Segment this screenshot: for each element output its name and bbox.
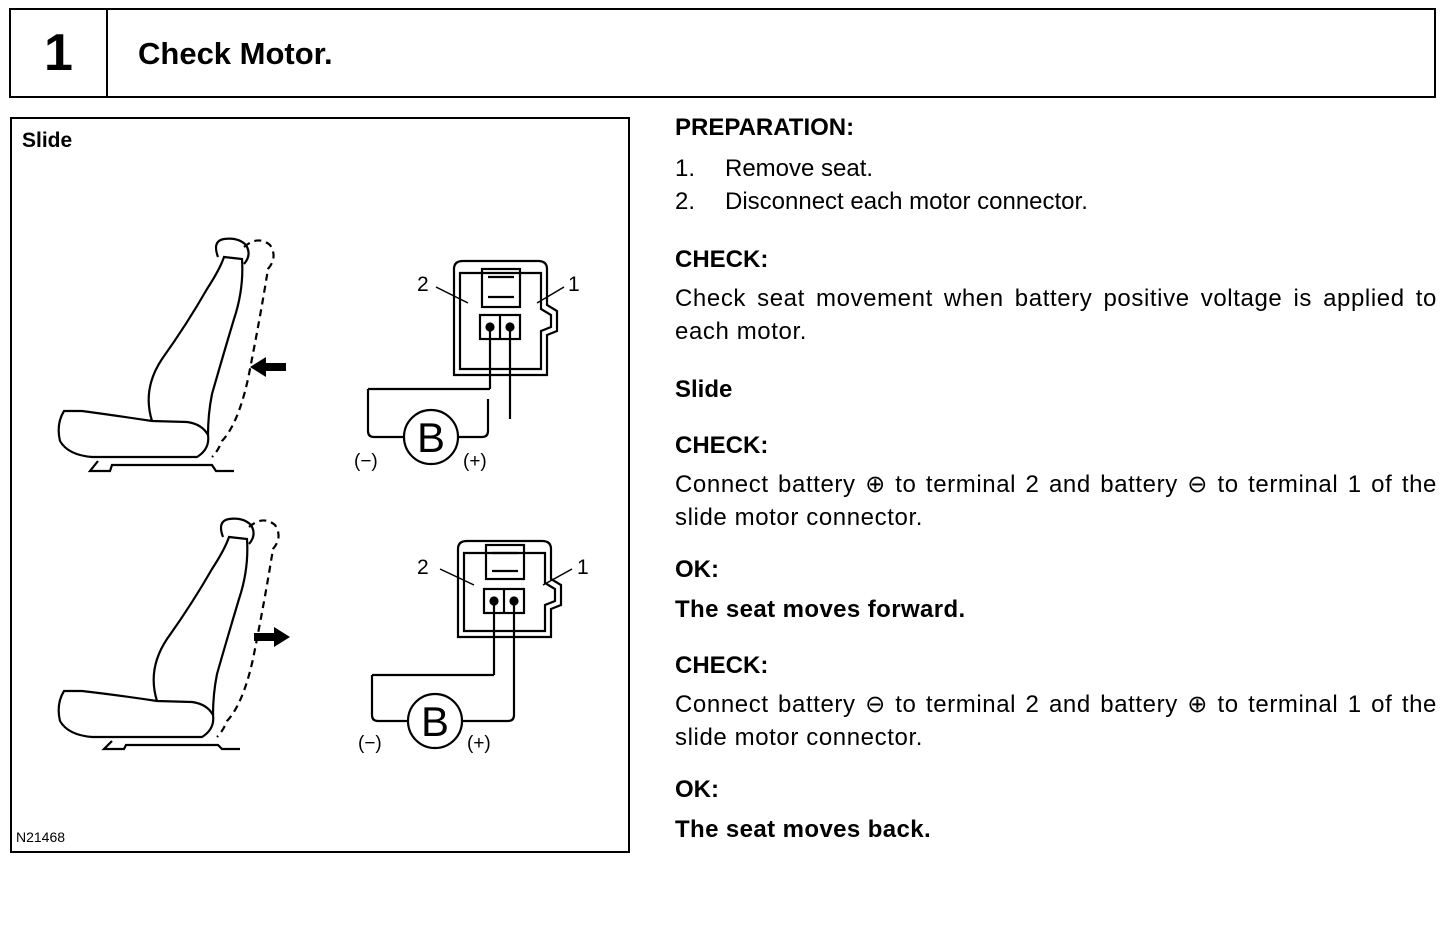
battery-neg-bottom: (−) xyxy=(358,733,382,754)
preparation-list: 1.Remove seat. 2.Disconnect each motor c… xyxy=(675,152,1437,218)
check1-heading: CHECK: xyxy=(675,432,769,459)
battery-label-top: B xyxy=(417,414,445,461)
check2-text: Connect battery ⊖ to terminal 2 and batt… xyxy=(675,691,1437,751)
terminal-2-label-top: 2 xyxy=(417,273,429,296)
ok2-text: The seat moves back. xyxy=(675,816,932,843)
slide-heading: Slide xyxy=(675,376,733,403)
check-intro-text: Check seat movement when battery positiv… xyxy=(675,285,1437,345)
battery-pos-bottom: (+) xyxy=(467,733,491,754)
step-number: 1 xyxy=(11,10,108,96)
battery-neg-top: (−) xyxy=(354,451,378,472)
terminal-2-label-bottom: 2 xyxy=(417,556,429,579)
connector-top xyxy=(366,259,565,466)
battery-label-bottom: B xyxy=(421,698,449,745)
seat-top-icon xyxy=(57,237,286,473)
ok2-heading: OK: xyxy=(675,776,719,803)
ok1-heading: OK: xyxy=(675,556,719,583)
illustration-panel: Slide xyxy=(10,117,630,853)
step-title: Check Motor. xyxy=(138,36,333,71)
instructions: PREPARATION: 1.Remove seat. 2.Disconnect… xyxy=(675,114,1437,844)
terminal-1-label-bottom: 1 xyxy=(577,556,589,579)
step-header: 1 Check Motor. xyxy=(9,8,1436,98)
connector-bottom xyxy=(370,539,573,750)
figure-code: N21468 xyxy=(16,829,66,845)
seat-motor-diagram: 2 1 B (−) (+) 2 1 B (−) (+) xyxy=(57,237,589,754)
figure-label: Slide xyxy=(22,129,73,152)
list-item: 1.Remove seat. xyxy=(675,155,874,182)
battery-pos-top: (+) xyxy=(463,451,487,472)
check1-text: Connect battery ⊕ to terminal 2 and batt… xyxy=(675,471,1437,531)
terminal-1-label-top: 1 xyxy=(568,273,580,296)
seat-bottom-icon xyxy=(57,517,290,751)
preparation-heading: PREPARATION: xyxy=(675,114,855,141)
list-item: 2.Disconnect each motor connector. xyxy=(675,188,1088,215)
check2-heading: CHECK: xyxy=(675,652,769,679)
check-intro-heading: CHECK: xyxy=(675,246,769,273)
ok1-text: The seat moves forward. xyxy=(675,596,966,623)
